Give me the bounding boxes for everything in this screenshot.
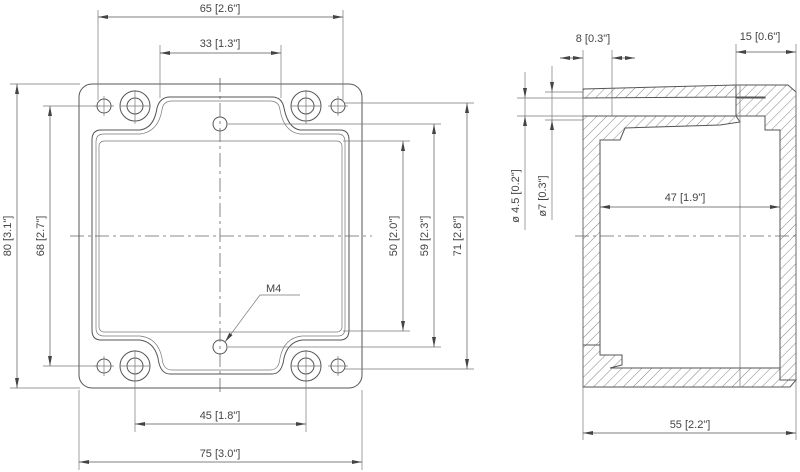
dim-label-15: 15 [0.6"] <box>740 31 781 43</box>
thread-label: M4 <box>266 283 281 295</box>
dim-label-50: 50 [2.0"] <box>388 216 400 257</box>
dim-label-75: 75 [3.0"] <box>200 448 241 460</box>
section-bottom-wall <box>582 344 798 388</box>
dim-arrows-d7 <box>550 82 554 130</box>
body-outline <box>91 96 350 375</box>
dim-label-71: 71 [2.8"] <box>452 216 464 257</box>
dim-label-47: 47 [1.9"] <box>665 192 706 204</box>
body-outline-inner <box>95 100 346 371</box>
dim-label-8: 8 [0.3"] <box>576 33 610 45</box>
front-view: 65 [2.6"] 33 [1.3"] 80 [3.1"] 68 [2.7"] … <box>2 3 474 470</box>
section-view: 8 [0.3"] 15 [0.6"] ø 4.5 [0.2"] ø7 [0.3"… <box>510 31 800 440</box>
dim-label-55: 55 [2.2"] <box>670 419 711 431</box>
section-top-wall-upper <box>582 84 737 99</box>
section-top-wall-lower <box>582 115 741 371</box>
hole-crosshairs <box>94 90 348 382</box>
dim-label-d45: ø 4.5 [0.2"] <box>510 169 522 222</box>
dim-label-45: 45 [1.8"] <box>200 410 241 422</box>
dim-label-80: 80 [3.1"] <box>2 216 14 257</box>
dim-label-65: 65 [2.6"] <box>200 3 241 15</box>
section-lid-block <box>735 84 797 381</box>
dim-label-68: 68 [2.7"] <box>35 216 47 257</box>
inner-cavity <box>98 140 343 333</box>
dim-label-33: 33 [1.3"] <box>200 38 241 50</box>
dim-arrows-d45 <box>523 88 527 126</box>
thread-leader <box>225 294 300 342</box>
dim-label-d7: ø7 [0.3"] <box>537 175 549 216</box>
extension-lines <box>10 10 474 470</box>
dim-label-59: 59 [2.3"] <box>419 216 431 257</box>
